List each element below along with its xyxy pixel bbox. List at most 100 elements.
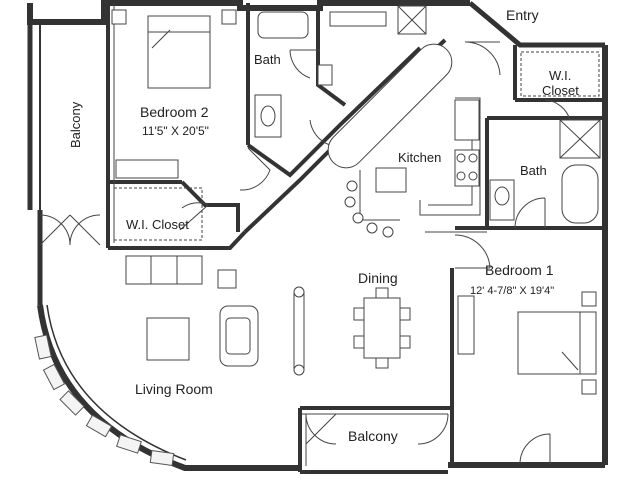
closet-left-shelf xyxy=(113,187,203,241)
label-kitchen: Kitchen xyxy=(398,150,441,165)
dining-set xyxy=(353,287,411,369)
chair xyxy=(353,307,365,321)
door-bath-right xyxy=(514,197,546,229)
bed-bedroom1 xyxy=(457,291,597,395)
wall-top-left xyxy=(27,0,470,25)
nightstand xyxy=(581,291,597,307)
bar-stool xyxy=(346,180,358,192)
label-wi-closet-right-2: Closet xyxy=(542,83,579,98)
sink-right xyxy=(494,186,510,206)
armchair-seat xyxy=(225,317,251,355)
chair xyxy=(353,335,365,349)
label-bath-right: Bath xyxy=(520,163,547,178)
counter xyxy=(419,97,481,216)
sink xyxy=(260,105,276,127)
label-bedroom1: Bedroom 1 xyxy=(485,262,554,278)
bed-sheet-fold xyxy=(151,29,171,49)
bar-stool xyxy=(382,226,394,238)
label-balcony-left: Balcony xyxy=(68,101,83,148)
door-balcony-left-2 xyxy=(69,214,101,246)
dresser-bedroom1 xyxy=(457,295,475,355)
dresser-bedroom2 xyxy=(115,159,179,179)
label-balcony-bottom: Balcony xyxy=(348,428,398,444)
toilet xyxy=(317,64,333,86)
living-furniture xyxy=(125,255,305,376)
label-bedroom2: Bedroom 2 xyxy=(140,104,209,120)
kitchen-counters xyxy=(344,97,481,238)
door-balcony-bottom-2 xyxy=(417,413,449,445)
wall-closet-bottom xyxy=(108,230,247,250)
wall-entry-diagonal xyxy=(468,1,605,48)
label-dining: Dining xyxy=(358,270,398,286)
bed-bedroom2 xyxy=(111,9,237,89)
window-pane xyxy=(116,434,142,454)
bar-stool xyxy=(352,212,364,224)
wall-closet-diagonal xyxy=(180,180,240,232)
room-labels: Entry Bath W.I. Closet Balcony Bedroom 2… xyxy=(68,7,579,444)
sofa xyxy=(125,255,203,285)
door-bath-diag xyxy=(309,119,331,146)
utility xyxy=(329,5,427,35)
window-pane xyxy=(42,363,66,391)
door-bedroom2 xyxy=(239,147,271,191)
coffee-table xyxy=(146,317,190,361)
label-bath-top: Bath xyxy=(254,52,281,67)
shower-x2 xyxy=(559,119,601,159)
lamp xyxy=(293,364,305,376)
shelf xyxy=(329,11,387,27)
label-bedroom1-dims: 12' 4-7/8" X 19'4" xyxy=(470,285,554,297)
bed-frame xyxy=(147,15,211,89)
bar-stool xyxy=(344,196,356,208)
wall-living-curve-inner xyxy=(46,304,187,461)
bathtub xyxy=(257,11,309,39)
door-balcony-bottom xyxy=(305,413,337,445)
door-bedroom1-bottom xyxy=(519,433,551,465)
window-pane xyxy=(85,414,113,438)
burner xyxy=(456,171,466,181)
label-wi-closet-left: W.I. Closet xyxy=(126,217,189,232)
nightstand xyxy=(581,379,597,395)
kitchen-sink xyxy=(375,167,407,193)
bed-frame xyxy=(517,311,597,375)
doors xyxy=(39,41,571,465)
media-console xyxy=(293,289,305,373)
side-table xyxy=(217,269,237,289)
door-closet-right xyxy=(544,99,571,121)
window-pane xyxy=(59,390,85,416)
bar-stool xyxy=(366,222,378,234)
door-bedroom1 xyxy=(454,234,491,269)
door-entry xyxy=(464,41,501,76)
washer-x2 xyxy=(397,5,427,35)
closet-right-shelf xyxy=(520,51,600,97)
lamp xyxy=(293,286,305,298)
kitchen-counter-diag xyxy=(327,43,453,169)
interior-walls xyxy=(106,3,605,472)
chair xyxy=(399,307,411,321)
door-balcony-left xyxy=(39,214,71,246)
burner xyxy=(456,153,466,163)
window-pane xyxy=(149,449,175,467)
kitchen-island xyxy=(327,43,453,169)
curved-windows xyxy=(34,334,175,467)
pillow xyxy=(221,9,237,25)
burner xyxy=(468,171,478,181)
door-bath-top xyxy=(289,49,320,79)
door-closet-left xyxy=(179,202,209,231)
bathtub-right xyxy=(561,164,599,224)
dining-table xyxy=(363,297,401,359)
label-entry: Entry xyxy=(506,7,539,23)
label-wi-closet-right-1: W.I. xyxy=(549,68,571,83)
pillow xyxy=(111,9,127,25)
wall-bath-diagonal xyxy=(246,46,422,178)
bath-top-fixtures xyxy=(254,11,333,138)
chair xyxy=(399,335,411,349)
fridge xyxy=(454,99,480,141)
chair xyxy=(375,287,389,299)
bed-sheet-fold xyxy=(561,351,579,371)
label-bedroom2-dims: 11'5" X 20'5" xyxy=(142,124,209,138)
burner xyxy=(468,153,478,163)
window-pane xyxy=(34,334,52,360)
chair xyxy=(375,357,389,369)
label-living-room: Living Room xyxy=(135,381,213,397)
